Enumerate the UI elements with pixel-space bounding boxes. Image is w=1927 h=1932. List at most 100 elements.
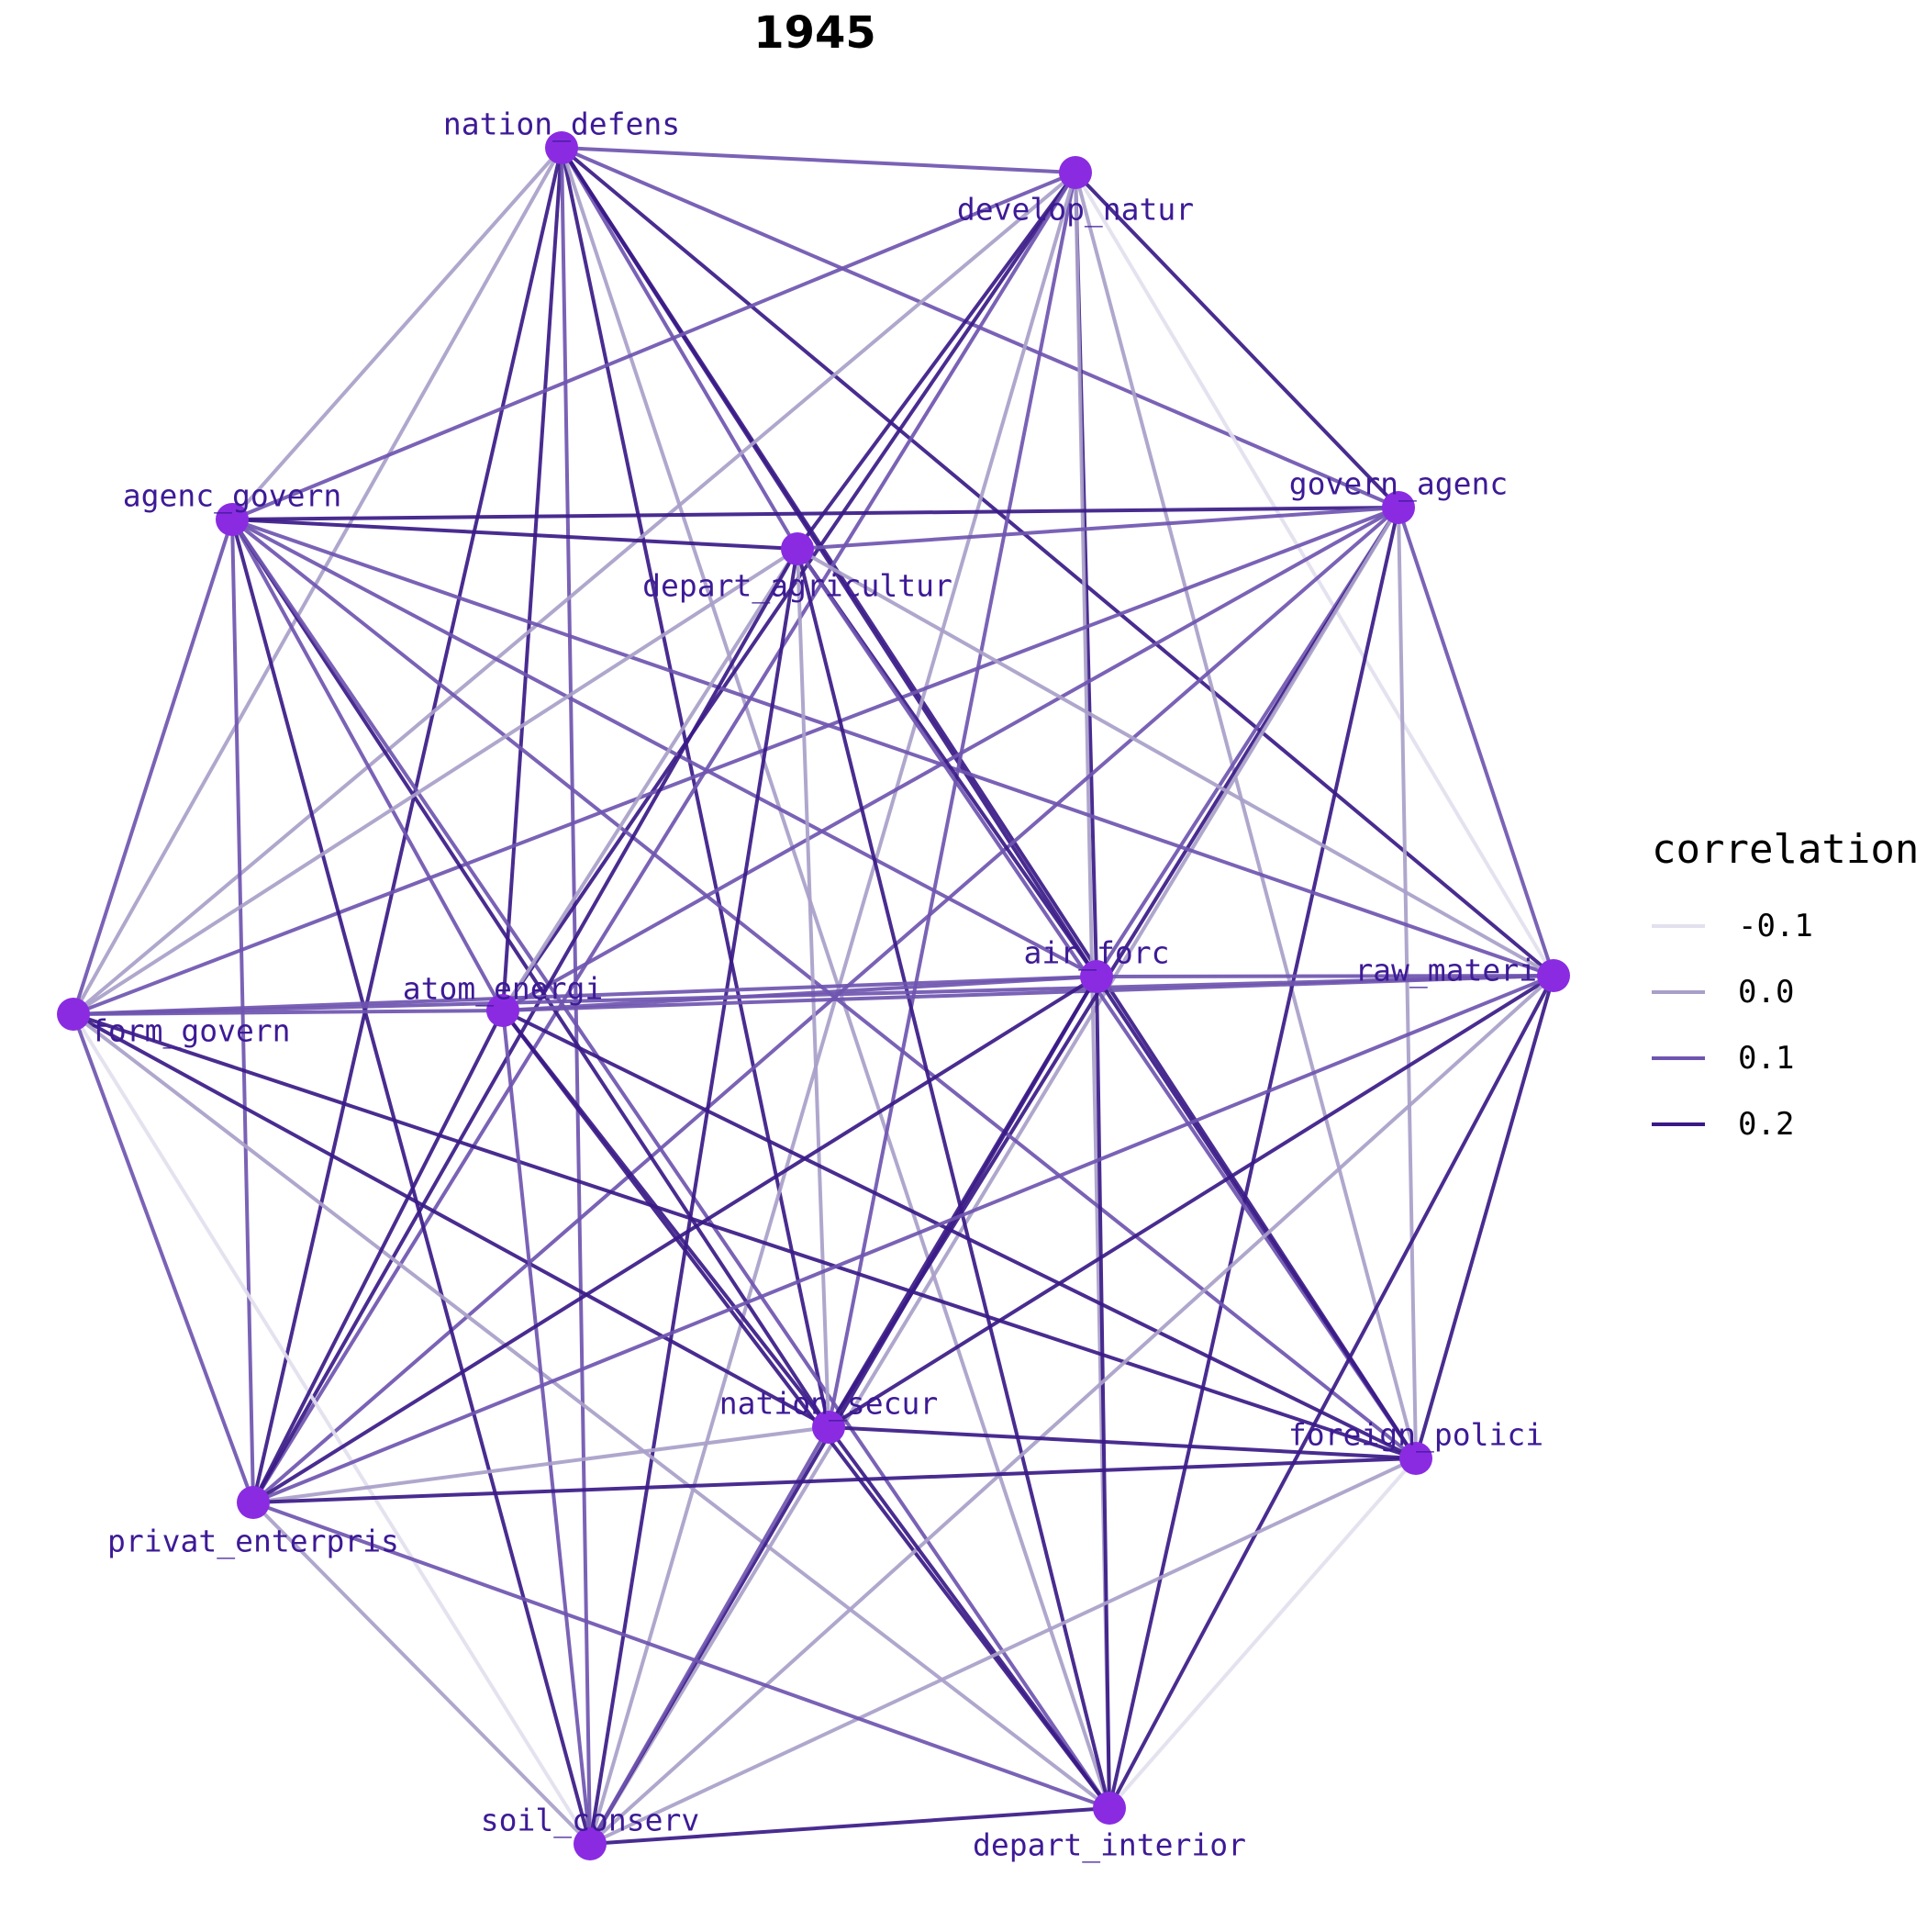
edge-agenc_govern-nation_secur xyxy=(230,518,830,1429)
edge-form_govern-nation_secur xyxy=(72,1012,830,1429)
edge-nation_defens-atom_energi xyxy=(501,147,563,1011)
node-form_govern xyxy=(57,998,90,1031)
edge-privat_enterpris-depart_interior xyxy=(252,1501,1110,1810)
node-label-form_govern: form_govern xyxy=(90,1013,291,1050)
edge-raw_materi-nation_secur xyxy=(827,974,1555,1429)
edge-atom_energi-air_forc xyxy=(502,975,1097,1012)
edge-govern_agenc-soil_conserv xyxy=(588,506,1400,1846)
edge-depart_agricultur-soil_conserv xyxy=(588,548,799,1845)
edge-govern_agenc-atom_energi xyxy=(502,506,1399,1012)
edge-agenc_govern-soil_conserv xyxy=(230,519,592,1845)
edge-develop_natur-soil_conserv xyxy=(588,172,1077,1845)
node-air_forc xyxy=(1080,960,1113,993)
node-nation_defens xyxy=(545,131,578,164)
node-label-atom_energi: atom_energi xyxy=(403,971,604,1008)
edge-atom_energi-foreign_polici xyxy=(502,1009,1417,1460)
edge-nation_secur-soil_conserv xyxy=(588,1426,830,1845)
edge-nation_defens-privat_enterpris xyxy=(251,147,563,1503)
legend-swatch xyxy=(1652,1056,1705,1060)
node-label-privat_enterpris: privat_enterpris xyxy=(107,1524,399,1560)
edge-nation_secur-foreign_polici xyxy=(828,1425,1417,1460)
edge-depart_agricultur-depart_interior xyxy=(796,548,1111,1809)
edge-depart_agricultur-privat_enterpris xyxy=(251,548,799,1503)
edge-air_forc-depart_interior xyxy=(1095,976,1111,1809)
edge-nation_defens-depart_agricultur xyxy=(560,146,799,551)
edge-air_forc-privat_enterpris xyxy=(251,975,1098,1504)
node-label-govern_agenc: govern_agenc xyxy=(1289,466,1508,503)
node-label-raw_materi: raw_materi xyxy=(1354,953,1537,989)
legend-swatch xyxy=(1652,924,1705,928)
edge-agenc_govern-atom_energi xyxy=(230,519,505,1011)
edges-layer xyxy=(72,146,1555,1846)
edge-develop_natur-raw_materi xyxy=(1074,171,1555,977)
legend-item: 0.2 xyxy=(1652,1091,1919,1157)
edge-foreign_polici-depart_interior xyxy=(1108,1457,1418,1810)
edge-develop_natur-depart_agricultur xyxy=(796,171,1077,551)
edge-agenc_govern-air_forc xyxy=(231,518,1097,978)
edge-depart_agricultur-raw_materi xyxy=(796,547,1554,977)
edge-agenc_govern-form_govern xyxy=(72,519,234,1015)
edge-atom_energi-raw_materi xyxy=(502,974,1554,1012)
edge-nation_secur-depart_interior xyxy=(827,1425,1111,1810)
edge-form_govern-foreign_polici xyxy=(72,1012,1417,1460)
edge-develop_natur-agenc_govern xyxy=(231,171,1076,521)
node-soil_conserv xyxy=(574,1827,607,1860)
edge-nation_defens-form_govern xyxy=(72,147,563,1015)
node-atom_energi xyxy=(486,994,519,1027)
edge-govern_agenc-form_govern xyxy=(72,506,1399,1016)
node-govern_agenc xyxy=(1382,491,1415,524)
edge-air_forc-foreign_polici xyxy=(1095,975,1418,1460)
edge-nation_defens-depart_interior xyxy=(560,147,1111,1809)
edge-nation_defens-foreign_polici xyxy=(560,146,1418,1460)
node-label-soil_conserv: soil_conserv xyxy=(481,1803,699,1839)
edge-agenc_govern-depart_interior xyxy=(230,518,1111,1810)
edge-govern_agenc-privat_enterpris xyxy=(251,506,1400,1504)
node-depart_interior xyxy=(1093,1792,1126,1825)
node-label-depart_agricultur: depart_agricultur xyxy=(642,568,952,605)
edge-agenc_govern-depart_agricultur xyxy=(231,518,798,551)
node-label-depart_interior: depart_interior xyxy=(973,1827,1246,1864)
node-nation_secur xyxy=(812,1411,845,1444)
edge-develop_natur-privat_enterpris xyxy=(251,171,1077,1504)
edge-form_govern-soil_conserv xyxy=(72,1012,592,1846)
legend-label: 0.1 xyxy=(1738,1040,1795,1077)
edge-raw_materi-depart_interior xyxy=(1108,975,1555,1809)
node-develop_natur xyxy=(1059,156,1092,189)
edge-agenc_govern-foreign_polici xyxy=(230,518,1418,1460)
edge-nation_secur-privat_enterpris xyxy=(252,1425,830,1504)
legend-title: correlation xyxy=(1652,826,1920,873)
edge-foreign_polici-soil_conserv xyxy=(589,1457,1417,1846)
edge-develop_natur-foreign_polici xyxy=(1074,172,1418,1459)
legend-item: 0.1 xyxy=(1652,1025,1919,1091)
edge-agenc_govern-raw_materi xyxy=(231,518,1554,977)
node-depart_agricultur xyxy=(781,532,814,565)
edge-form_govern-privat_enterpris xyxy=(72,1013,255,1503)
node-label-nation_defens: nation_defens xyxy=(443,106,680,143)
edge-govern_agenc-raw_materi xyxy=(1397,507,1555,977)
legend-label: 0.0 xyxy=(1738,974,1795,1011)
edge-depart_agricultur-atom_energi xyxy=(501,547,799,1012)
node-label-develop_natur: develop_natur xyxy=(957,192,1194,229)
legend-swatch xyxy=(1652,990,1705,994)
edge-govern_agenc-depart_interior xyxy=(1108,507,1400,1809)
edge-privat_enterpris-soil_conserv xyxy=(251,1501,592,1846)
edge-atom_energi-privat_enterpris xyxy=(251,1010,505,1503)
node-raw_materi xyxy=(1537,959,1570,992)
legend-label: -0.1 xyxy=(1738,908,1813,944)
edge-depart_agricultur-form_govern xyxy=(72,547,799,1016)
edge-govern_agenc-depart_agricultur xyxy=(796,506,1399,551)
edge-raw_materi-privat_enterpris xyxy=(252,974,1554,1504)
edge-raw_materi-foreign_polici xyxy=(1414,975,1555,1459)
node-label-air_forc: air_forc xyxy=(1024,935,1170,972)
node-agenc_govern xyxy=(216,503,249,536)
legend: correlation -0.1 0.0 0.1 0.2 xyxy=(1652,826,1919,1157)
edge-raw_materi-soil_conserv xyxy=(588,974,1555,1846)
nodes-layer xyxy=(57,131,1570,1860)
edge-nation_defens-develop_natur xyxy=(561,146,1076,174)
node-label-nation_secur: nation_secur xyxy=(719,1386,938,1423)
node-foreign_polici xyxy=(1399,1442,1432,1475)
chart-title: 1945 xyxy=(753,7,876,59)
edge-atom_energi-soil_conserv xyxy=(501,1010,592,1845)
edge-air_forc-raw_materi xyxy=(1096,974,1554,978)
